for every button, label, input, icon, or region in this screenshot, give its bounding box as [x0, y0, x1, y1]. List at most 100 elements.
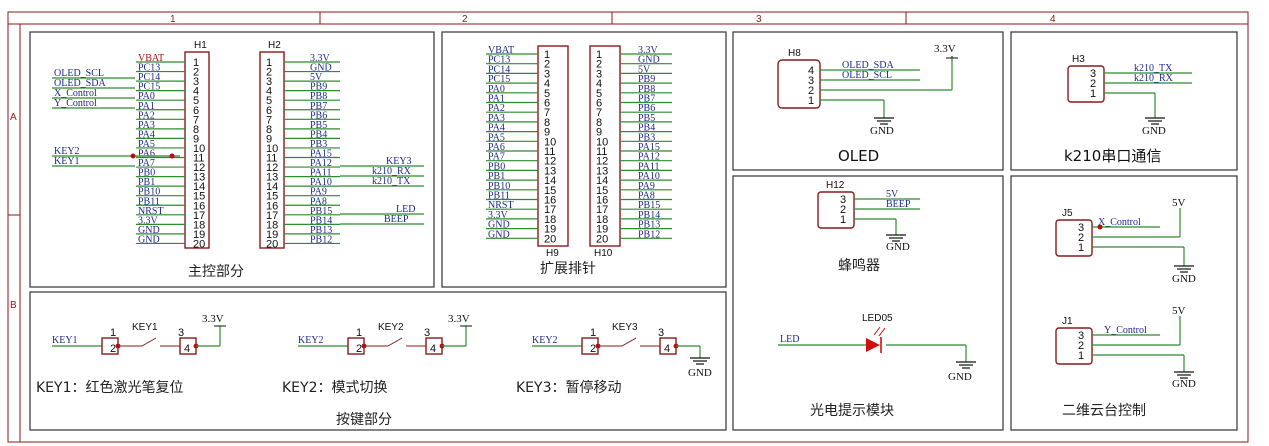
h2-pin-number: 5 — [266, 95, 272, 107]
h2-net-label: PA9 — [310, 187, 327, 198]
h2-pin-number: 4 — [266, 86, 272, 98]
oled-net-sda: OLED_SDA — [842, 60, 894, 71]
key-pin-number: 4 — [430, 343, 436, 355]
h1-pin-number: 5 — [193, 95, 199, 107]
h1-pin-number: 1 — [193, 57, 199, 69]
j1-gnd-label: GND — [1172, 378, 1196, 390]
h2-net-label: PA12 — [310, 158, 332, 169]
h10-net-label: PA10 — [638, 171, 660, 182]
h1-net-label: GND — [138, 234, 160, 245]
led-ref: LED05 — [862, 313, 893, 324]
oled-pin-number: 4 — [808, 65, 814, 77]
h1-net-label: PA2 — [138, 110, 155, 121]
h10-pin-number: 8 — [596, 117, 602, 129]
k210-connector — [1067, 65, 1105, 103]
h9-net-label: PC13 — [488, 55, 510, 66]
h1-pin-number: 3 — [193, 76, 199, 88]
h10-net-label: PB3 — [638, 132, 655, 143]
panel-k210 — [1010, 31, 1238, 171]
h10-pin-number: 5 — [596, 88, 602, 100]
buzzer-gnd-label: GND — [886, 241, 910, 253]
j5-gnd-label: GND — [1172, 273, 1196, 285]
h9-pin-number: 8 — [544, 117, 550, 129]
k210-net-rx: k210_RX — [1134, 73, 1174, 84]
h1-pin-number: 13 — [193, 172, 205, 184]
column-label-3: 3 — [756, 14, 762, 25]
h1-pin-number: 7 — [193, 114, 199, 126]
h2-pin-number: 9 — [266, 133, 272, 145]
h2-label-k210-tx: k210_TX — [372, 176, 411, 187]
h2-net-label: PB6 — [310, 110, 327, 121]
h9-net-label: GND — [488, 220, 510, 231]
h10-pin-number: 18 — [596, 214, 608, 226]
h10-net-label: PB13 — [638, 220, 660, 231]
h1-net-label: PB11 — [138, 196, 160, 207]
buzzer-gnd-symbol — [886, 234, 906, 242]
h1-label-key2: KEY2 — [54, 146, 80, 157]
oled-pin-number: 3 — [808, 75, 814, 87]
h1-pin-number: 4 — [193, 86, 199, 98]
h9-ref: H9 — [546, 248, 559, 259]
h9-pin-number: 5 — [544, 88, 550, 100]
h9-pin-number: 6 — [544, 98, 550, 110]
h2-pin-number: 16 — [266, 200, 278, 212]
key-power-label: 3.3V — [202, 313, 224, 325]
h10-pin-number: 2 — [596, 59, 602, 71]
key-net-label: KEY2 — [298, 335, 324, 346]
j5-pin-number: 3 — [1078, 222, 1084, 234]
buzzer-connector — [817, 191, 855, 229]
h1-pin-number: 11 — [193, 153, 204, 165]
column-label-4: 4 — [1050, 14, 1056, 25]
key-net-label: KEY2 — [532, 335, 558, 346]
h10-net-label: PA15 — [638, 142, 660, 153]
h1-ref: H1 — [194, 40, 207, 51]
h1-label-oled-scl: OLED_SCL — [54, 68, 104, 79]
h2-net-label: PB12 — [310, 234, 332, 245]
j1-gnd-symbol — [1174, 371, 1194, 379]
h2-pin-number: 6 — [266, 105, 272, 117]
k210-pin-number: 3 — [1090, 68, 1096, 80]
h1-label-x-control: X_Control — [54, 88, 97, 99]
h9-pin-number: 19 — [544, 224, 556, 236]
h10-pin-number: 11 — [596, 146, 607, 158]
h1-pin-number: 20 — [193, 238, 205, 250]
h10-net-label: PB15 — [638, 200, 660, 211]
header-h2: H2 — [259, 40, 285, 249]
led-net: LED — [780, 334, 799, 345]
h1-net-label: PA0 — [138, 91, 155, 102]
h9-pin-number: 11 — [544, 146, 555, 158]
h1-pin-number: 15 — [193, 191, 205, 203]
h2-pin-number: 11 — [266, 153, 277, 165]
h1-net-label: PC14 — [138, 72, 160, 83]
h9-net-label: VBAT — [488, 45, 514, 56]
h2-net-label: PB4 — [310, 129, 327, 140]
h10-net-label: GND — [638, 55, 660, 66]
h10-net-label: PB6 — [638, 103, 655, 114]
key-ref: KEY1 — [132, 322, 158, 333]
h9-body — [537, 45, 569, 247]
h10-net-label: PB14 — [638, 210, 660, 221]
k210-net-tx: k210_TX — [1134, 63, 1173, 74]
h2-pin-number: 15 — [266, 191, 278, 203]
h9-pin-number: 7 — [544, 107, 550, 119]
column-label-1: 1 — [170, 14, 176, 25]
h2-label-k210-rx: k210_RX — [372, 166, 412, 177]
h2-net-label: PA11 — [310, 168, 332, 179]
h2-body — [259, 51, 285, 249]
key-pin-number: 3 — [658, 327, 664, 339]
h2-net-label: PB5 — [310, 120, 327, 131]
h2-net-label: PB14 — [310, 215, 332, 226]
h2-net-label: GND — [310, 63, 332, 74]
h2-pin-number: 14 — [266, 181, 278, 193]
j5-gnd-symbol — [1174, 265, 1194, 273]
h10-pin-number: 6 — [596, 98, 602, 110]
oled-title: OLED — [838, 147, 879, 165]
k210-gnd-symbol — [1145, 117, 1165, 125]
j1-net: Y_Control — [1104, 325, 1147, 336]
key-pin-number: 3 — [424, 327, 430, 339]
h10-ref: H10 — [594, 248, 613, 259]
